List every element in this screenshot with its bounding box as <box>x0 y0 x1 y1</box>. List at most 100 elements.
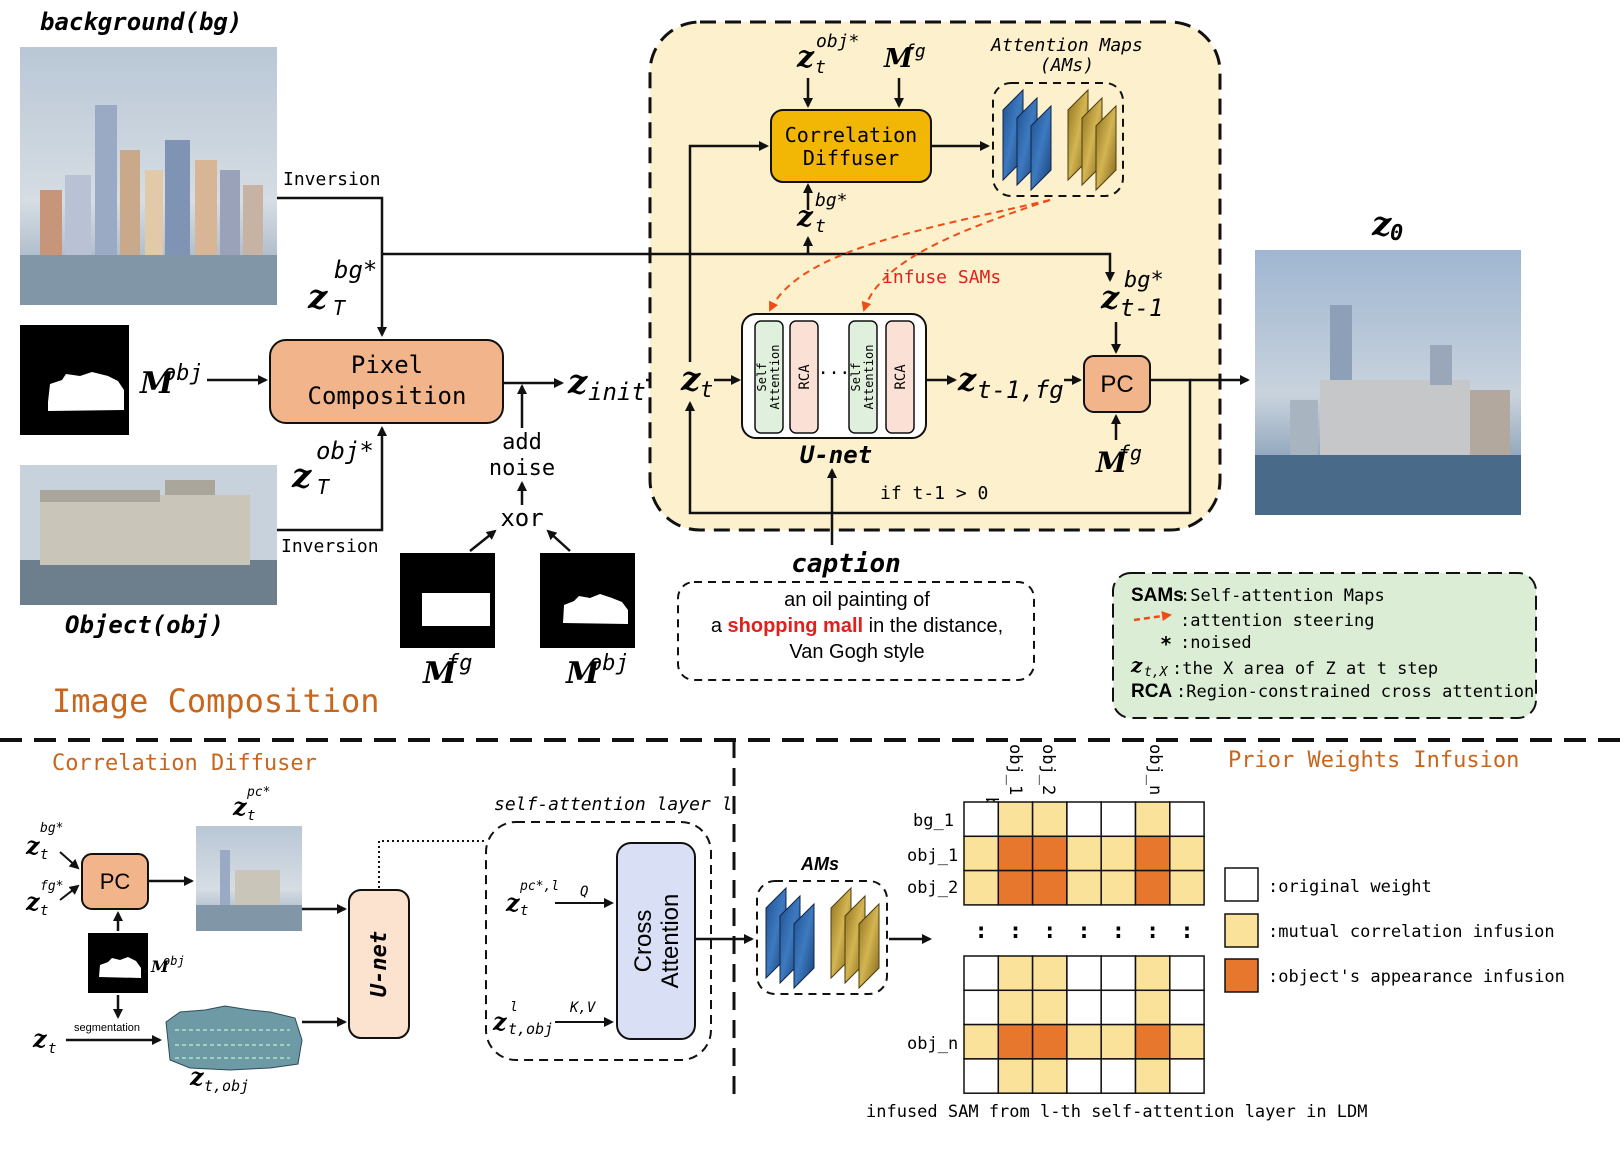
m-fg-to-xor-arrow <box>469 529 497 552</box>
section-title-image-composition: Image Composition <box>52 682 380 720</box>
pixel-composition-label-2: Composition <box>308 382 467 410</box>
svg-text:z: z <box>25 831 41 860</box>
sam-grid-bottom-cell <box>963 1058 1000 1094</box>
svg-text:z: z <box>25 887 41 916</box>
sam-grid-bottom-cell <box>1066 955 1102 992</box>
svg-text:z: z <box>291 456 312 496</box>
svg-text:pc*,l: pc*,l <box>519 879 559 894</box>
row-label-obj2: obj_2 <box>907 878 958 898</box>
svg-text:z: z <box>1371 204 1392 244</box>
svg-text:t: t <box>48 1041 56 1057</box>
add-noise-label-2: noise <box>489 456 555 481</box>
self-attention-box-2 <box>848 320 878 434</box>
background-title: background(bg) <box>40 8 242 36</box>
svg-text::Self-attention Maps: :Self-attention Maps <box>1180 586 1385 606</box>
cd-zt-obj-label: z t,obj <box>189 1062 249 1095</box>
background-image <box>20 47 277 305</box>
caption-title: caption <box>791 549 901 579</box>
kv-label: K,V <box>569 1000 597 1016</box>
svg-text:t: t <box>700 378 713 403</box>
cd-panel-title: Correlation Diffuser <box>52 751 317 776</box>
svg-text:z: z <box>32 1024 48 1053</box>
xor-label: xor <box>500 504 543 532</box>
svg-text:PC: PC <box>1100 371 1133 398</box>
cd-composited-image <box>196 826 302 931</box>
sam-grid-bottom-cell <box>1100 1023 1137 1060</box>
svg-text:RCA: RCA <box>797 364 813 390</box>
sam-grid-top-cell <box>1169 835 1205 872</box>
svg-text:z: z <box>567 362 588 402</box>
self-attention-layer-box <box>485 821 712 1061</box>
sam-grid-top-cell <box>1066 835 1102 872</box>
svg-text:M: M <box>150 957 170 976</box>
attention-maps-dashed-box <box>992 82 1124 197</box>
svg-text:RCA: RCA <box>893 364 909 390</box>
svg-text:M: M <box>1095 446 1128 479</box>
sam-grid-top-cell <box>1031 835 1068 872</box>
svg-text:fg: fg <box>446 651 473 676</box>
svg-text:z: z <box>307 277 328 317</box>
inversion-top-arrow <box>277 196 387 337</box>
sam-grid-top-cell <box>997 869 1034 906</box>
row-label-bg1: bg_1 <box>913 811 954 831</box>
cd-fg-to-pc-arrow <box>59 884 80 901</box>
sam-grid-bottom-cell <box>997 989 1034 1026</box>
svg-text:bg*: bg* <box>40 821 63 836</box>
legend-rca-row: RCA :Region-constrained cross attention <box>1131 681 1534 702</box>
output-image <box>1255 250 1521 515</box>
svg-text:z: z <box>1130 653 1143 677</box>
svg-text:*: * <box>1160 632 1172 656</box>
object-image <box>20 465 277 605</box>
caption-line-1: an oil painting of <box>784 589 930 611</box>
sam-grid-top-cell <box>1031 801 1068 838</box>
sam-grid-top-cell <box>1134 801 1171 838</box>
svg-text:T: T <box>317 475 331 499</box>
svg-text:init: init <box>588 378 646 406</box>
sam-grid-bottom-cell <box>1134 955 1171 992</box>
rca-box-2 <box>885 320 915 434</box>
svg-text:t: t <box>520 903 528 919</box>
svg-text:T: T <box>333 296 347 320</box>
add-noise-label-1: add <box>502 430 542 455</box>
svg-text:z: z <box>189 1062 205 1091</box>
legend-noised-row: * :noised <box>1160 632 1252 656</box>
sam-grid-bottom-cell <box>1031 989 1068 1026</box>
svg-text:bg*: bg* <box>334 256 377 284</box>
sam-grid-bottom-cell <box>1169 955 1205 992</box>
z0-label: z 0 <box>1371 204 1403 246</box>
svg-text:z: z <box>492 1007 508 1036</box>
inversion-bottom-label: Inversion <box>281 536 379 557</box>
grid-legend-mutual: :mutual correlation infusion <box>1224 913 1555 948</box>
cd-zt-label: z t <box>32 1024 56 1057</box>
svg-text:z: z <box>796 40 815 75</box>
unet-to-layer-dotted <box>378 840 487 888</box>
ams-dashed-box <box>756 880 888 995</box>
col-label-objn: obj_n <box>1145 744 1165 795</box>
grid-ellipsis-dots: : <box>1077 919 1090 944</box>
svg-text:t,obj: t,obj <box>508 1020 553 1038</box>
svg-text:t,X: t,X <box>1144 665 1169 680</box>
sam-grid-bottom-cell <box>1100 1058 1137 1094</box>
sam-grid-top-cell <box>1134 869 1171 906</box>
svg-text:fg: fg <box>904 41 926 62</box>
pixel-composition-box: Pixel Composition <box>269 339 504 424</box>
svg-text:z: z <box>796 200 814 233</box>
svg-text:bg*: bg* <box>815 190 848 211</box>
grid-ellipsis-dots: : <box>975 919 988 944</box>
sam-grid-top <box>963 801 1205 906</box>
sam-grid-bottom-cell <box>1031 955 1068 992</box>
svg-text:fg*: fg* <box>40 879 63 894</box>
svg-text:t: t <box>815 57 826 78</box>
svg-text::attention steering: :attention steering <box>1180 611 1374 631</box>
svg-text::mutual correlation infusion: :mutual correlation infusion <box>1268 922 1555 942</box>
cd-zt-pc-label: z pc* t <box>232 785 270 824</box>
sam-grid-top-cell <box>997 835 1034 872</box>
sam-grid-top-cell <box>1169 869 1205 906</box>
svg-text:fg: fg <box>1118 441 1142 465</box>
svg-text:PC: PC <box>100 869 131 894</box>
svg-text::object's appearance infusion: :object's appearance infusion <box>1268 967 1565 987</box>
sam-grid-bottom-cell <box>963 1023 1000 1060</box>
cd-unet-box: U-net <box>348 889 410 1039</box>
svg-text:z: z <box>1100 278 1120 316</box>
svg-text:z: z <box>232 792 248 821</box>
